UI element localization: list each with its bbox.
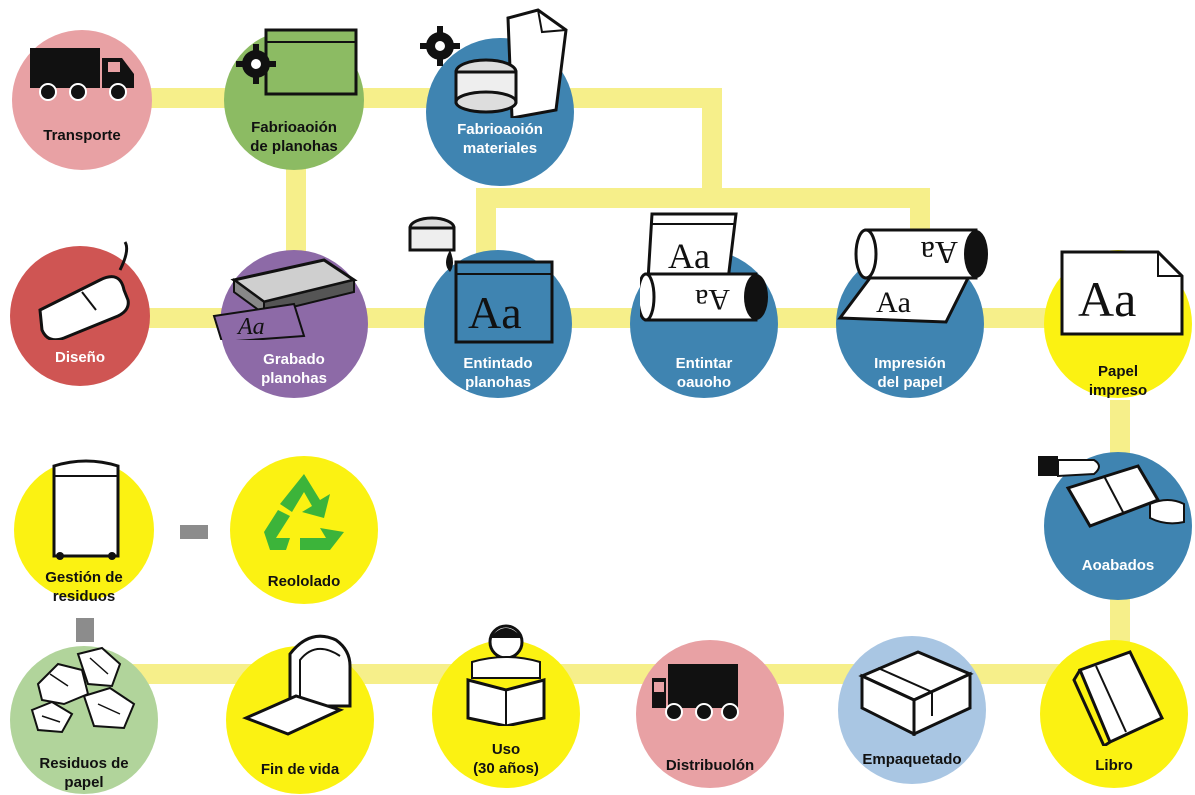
label-entintar-caucho: Entintar oauoho [619, 354, 789, 392]
label-fabricacion-materiales: Fabrioaoión materiales [415, 120, 585, 158]
node-fabricacion-planchas: Fabrioaoión de planohas [224, 28, 364, 170]
tombstone-icon [240, 626, 360, 741]
rubber-roller-icon: Aa Aa [636, 210, 780, 335]
svg-text:Aa: Aa [468, 287, 522, 338]
svg-text:Aa: Aa [1078, 271, 1136, 327]
label-line: papel [64, 774, 104, 791]
book-icon [1070, 650, 1166, 751]
label-line: Papel [1097, 363, 1139, 380]
hands-folding-icon [1038, 452, 1188, 537]
node-empaquetado: Empaquetado [838, 636, 986, 784]
label-line: materiales [462, 140, 538, 157]
label-papel-impreso: Papel impreso [1033, 362, 1195, 400]
node-fabricacion-materiales: Fabrioaoión materiales [420, 8, 574, 186]
label-line: Gestión de [45, 569, 123, 586]
connector-mid-bus [476, 188, 930, 208]
svg-text:Aa: Aa [668, 236, 710, 276]
node-acabados: Aoabados [1038, 452, 1192, 600]
label-uso: Uso (30 años) [421, 740, 591, 778]
label-fin-de-vida: Fin de vida [215, 760, 385, 779]
crumpled-paper-icon [28, 644, 144, 739]
label-line: Empaquetado [862, 751, 962, 768]
label-line: impreso [1088, 382, 1148, 399]
mouse-icon [20, 240, 140, 345]
label-diseno: Diseño [0, 348, 165, 367]
svg-text:Aa: Aa [921, 235, 958, 271]
print-roller-icon: Aa Aa [836, 226, 996, 341]
node-transporte: Transporte [12, 30, 152, 170]
node-papel-impreso: Aa Papel impreso [1044, 248, 1192, 399]
label-residuos-papel: Residuos de papel [0, 754, 169, 792]
connector-bus-to-entintado [476, 188, 496, 268]
svg-text:Aa: Aa [876, 286, 911, 319]
label-gestion-residuos: Gestión de residuos [0, 568, 169, 606]
label-line: Uso [491, 741, 521, 758]
svg-text:Aa: Aa [236, 314, 265, 340]
node-grabado-planchas: Aa Grabado planohas [212, 250, 368, 398]
plate-gear-icon [232, 26, 362, 111]
label-line: planohas [465, 374, 531, 391]
label-line: Diseño [54, 349, 105, 366]
label-line: oauoho [676, 374, 732, 391]
label-line: Reololado [267, 573, 341, 590]
label-line: de planohas [250, 138, 338, 155]
engraver-icon: Aa [204, 250, 364, 345]
node-reciclado: Reololado [230, 456, 378, 604]
label-impresion-papel: Impresión del papel [825, 354, 995, 392]
reader-icon [458, 622, 554, 731]
recycle-icon [260, 472, 348, 557]
label-distribucion: Distribuolón [625, 756, 795, 775]
label-line: Aoabados [1081, 557, 1155, 574]
connector-planchas-to-grabado [286, 160, 306, 270]
label-line: Libro [1095, 757, 1133, 774]
connector-top-right [560, 88, 722, 108]
node-gestion-residuos: Gestión de residuos [14, 459, 154, 605]
label-acabados: Aoabados [1033, 556, 1195, 575]
label-empaquetado: Empaquetado [827, 750, 997, 769]
label-line: residuos [52, 588, 116, 605]
node-entintado-planchas: Aa Entintado planohas [408, 216, 572, 398]
label-fabricacion-planchas: Fabrioaoión de planohas [209, 118, 379, 156]
node-entintar-caucho: Aa Aa Entintar oauoho [630, 212, 778, 398]
connector-top-right-drop [702, 88, 722, 208]
node-diseno: Diseño [10, 241, 150, 386]
label-transporte: Transporte [0, 126, 167, 145]
node-impresion-papel: Aa Aa Impresión del papel [836, 228, 988, 398]
truck-icon [650, 660, 770, 731]
label-line: Distribuolón [665, 757, 755, 774]
label-line: Entintado [463, 355, 533, 372]
label-reciclado: Reololado [219, 572, 389, 591]
label-libro: Libro [1029, 756, 1195, 775]
node-uso: Uso (30 años) [432, 624, 580, 788]
label-line: Fabrioaoión [251, 119, 337, 136]
label-line: planohas [261, 370, 327, 387]
label-line: Entintar [675, 355, 733, 372]
node-libro: Libro [1040, 640, 1188, 788]
label-entintado-planchas: Entintado planohas [413, 354, 583, 392]
link-gestion-reciclado [180, 525, 208, 539]
label-line: (30 años) [473, 760, 539, 777]
node-residuos-papel: Residuos de papel [10, 646, 158, 794]
label-line: Grabado [263, 351, 325, 368]
label-line: Fabrioaoión [457, 121, 543, 138]
printed-sheet-icon: Aa [1058, 248, 1188, 343]
inked-plate-icon: Aa [402, 202, 562, 357]
package-icon [858, 646, 974, 741]
label-line: Transporte [43, 127, 121, 144]
svg-text:Aa: Aa [695, 283, 730, 316]
label-line: Impresión [874, 355, 946, 372]
node-fin-de-vida: Fin de vida [226, 634, 374, 794]
label-line: Residuos de [39, 755, 129, 772]
node-distribucion: Distribuolón [636, 640, 784, 788]
ink-paper-gear-icon [416, 8, 586, 123]
label-line: Fin de vida [260, 761, 340, 778]
truck-icon [22, 44, 137, 109]
link-gestion-residuos-papel [76, 618, 94, 642]
label-line: del papel [877, 374, 943, 391]
label-grabado-planchas: Grabado planohas [209, 350, 379, 388]
bin-icon [50, 456, 122, 565]
